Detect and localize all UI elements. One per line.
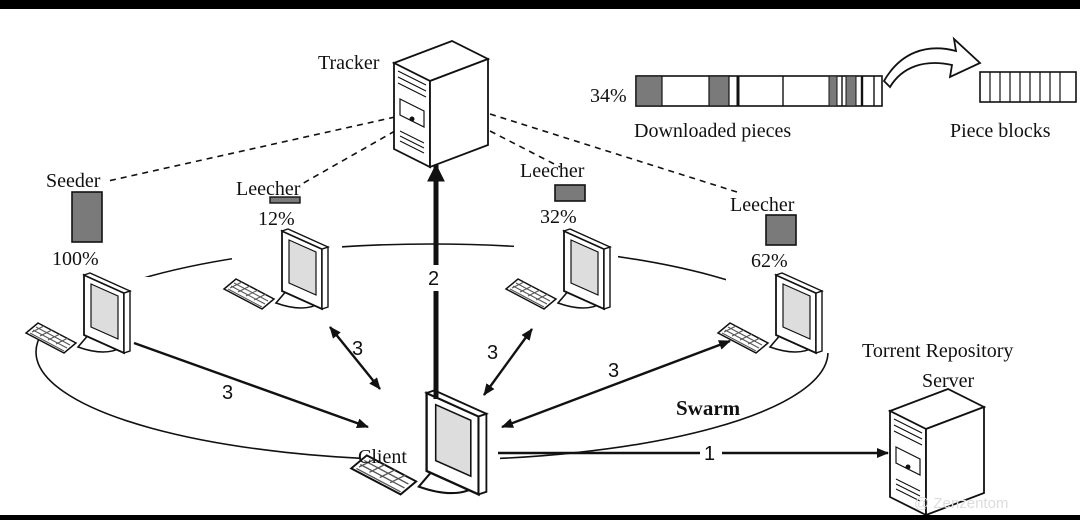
arrow-leecher-c-client bbox=[501, 339, 731, 429]
step-2-label: 2 bbox=[428, 268, 439, 290]
tracker-server bbox=[393, 40, 489, 168]
diagram-canvas: Tracker Seeder 100% Leecher 12% Leecher … bbox=[0, 9, 1080, 515]
downloaded-pieces-bar bbox=[635, 75, 883, 107]
leecher-b-progress-block bbox=[554, 184, 586, 202]
piece-blocks bbox=[979, 71, 1077, 103]
leecher-c-percent: 62% bbox=[751, 250, 788, 272]
leecher-a-percent: 12% bbox=[258, 208, 295, 230]
leecher-c-progress-block bbox=[765, 214, 797, 246]
client-label: Client bbox=[358, 446, 407, 468]
step-1-label: 1 bbox=[704, 443, 715, 465]
pieces-percent: 34% bbox=[590, 85, 627, 107]
seeder-percent: 100% bbox=[52, 248, 99, 270]
step-3-leecher-a-label: 3 bbox=[352, 338, 363, 360]
pieces-to-blocks-arrow bbox=[882, 36, 982, 89]
piece-blocks-caption: Piece blocks bbox=[950, 120, 1051, 142]
tracker-links bbox=[107, 113, 741, 194]
leecher-b-percent: 32% bbox=[540, 206, 577, 228]
seeder-label: Seeder bbox=[46, 170, 101, 192]
step-3-seeder-label: 3 bbox=[222, 382, 233, 404]
swarm-label: Swarm bbox=[676, 396, 741, 420]
repository-label-line2: Server bbox=[922, 370, 975, 392]
repository-label-line1: Torrent Repository bbox=[862, 340, 1013, 362]
seeder-progress-block bbox=[71, 191, 103, 243]
arrow-leecher-a-client bbox=[329, 326, 381, 390]
leecher-c-label: Leecher bbox=[730, 194, 795, 216]
leecher-a-progress-block bbox=[269, 196, 301, 204]
leecher-a-label: Leecher bbox=[236, 178, 301, 200]
tracker-label: Tracker bbox=[318, 52, 380, 74]
downloaded-pieces-caption: Downloaded pieces bbox=[634, 120, 791, 142]
arrow-seeder-to-client bbox=[133, 341, 369, 429]
step-3-leecher-b-label: 3 bbox=[487, 342, 498, 364]
leecher-b-label: Leecher bbox=[520, 160, 585, 182]
step-3-leecher-c-label: 3 bbox=[608, 360, 619, 382]
watermark: @ Zenzentom bbox=[914, 495, 1008, 512]
